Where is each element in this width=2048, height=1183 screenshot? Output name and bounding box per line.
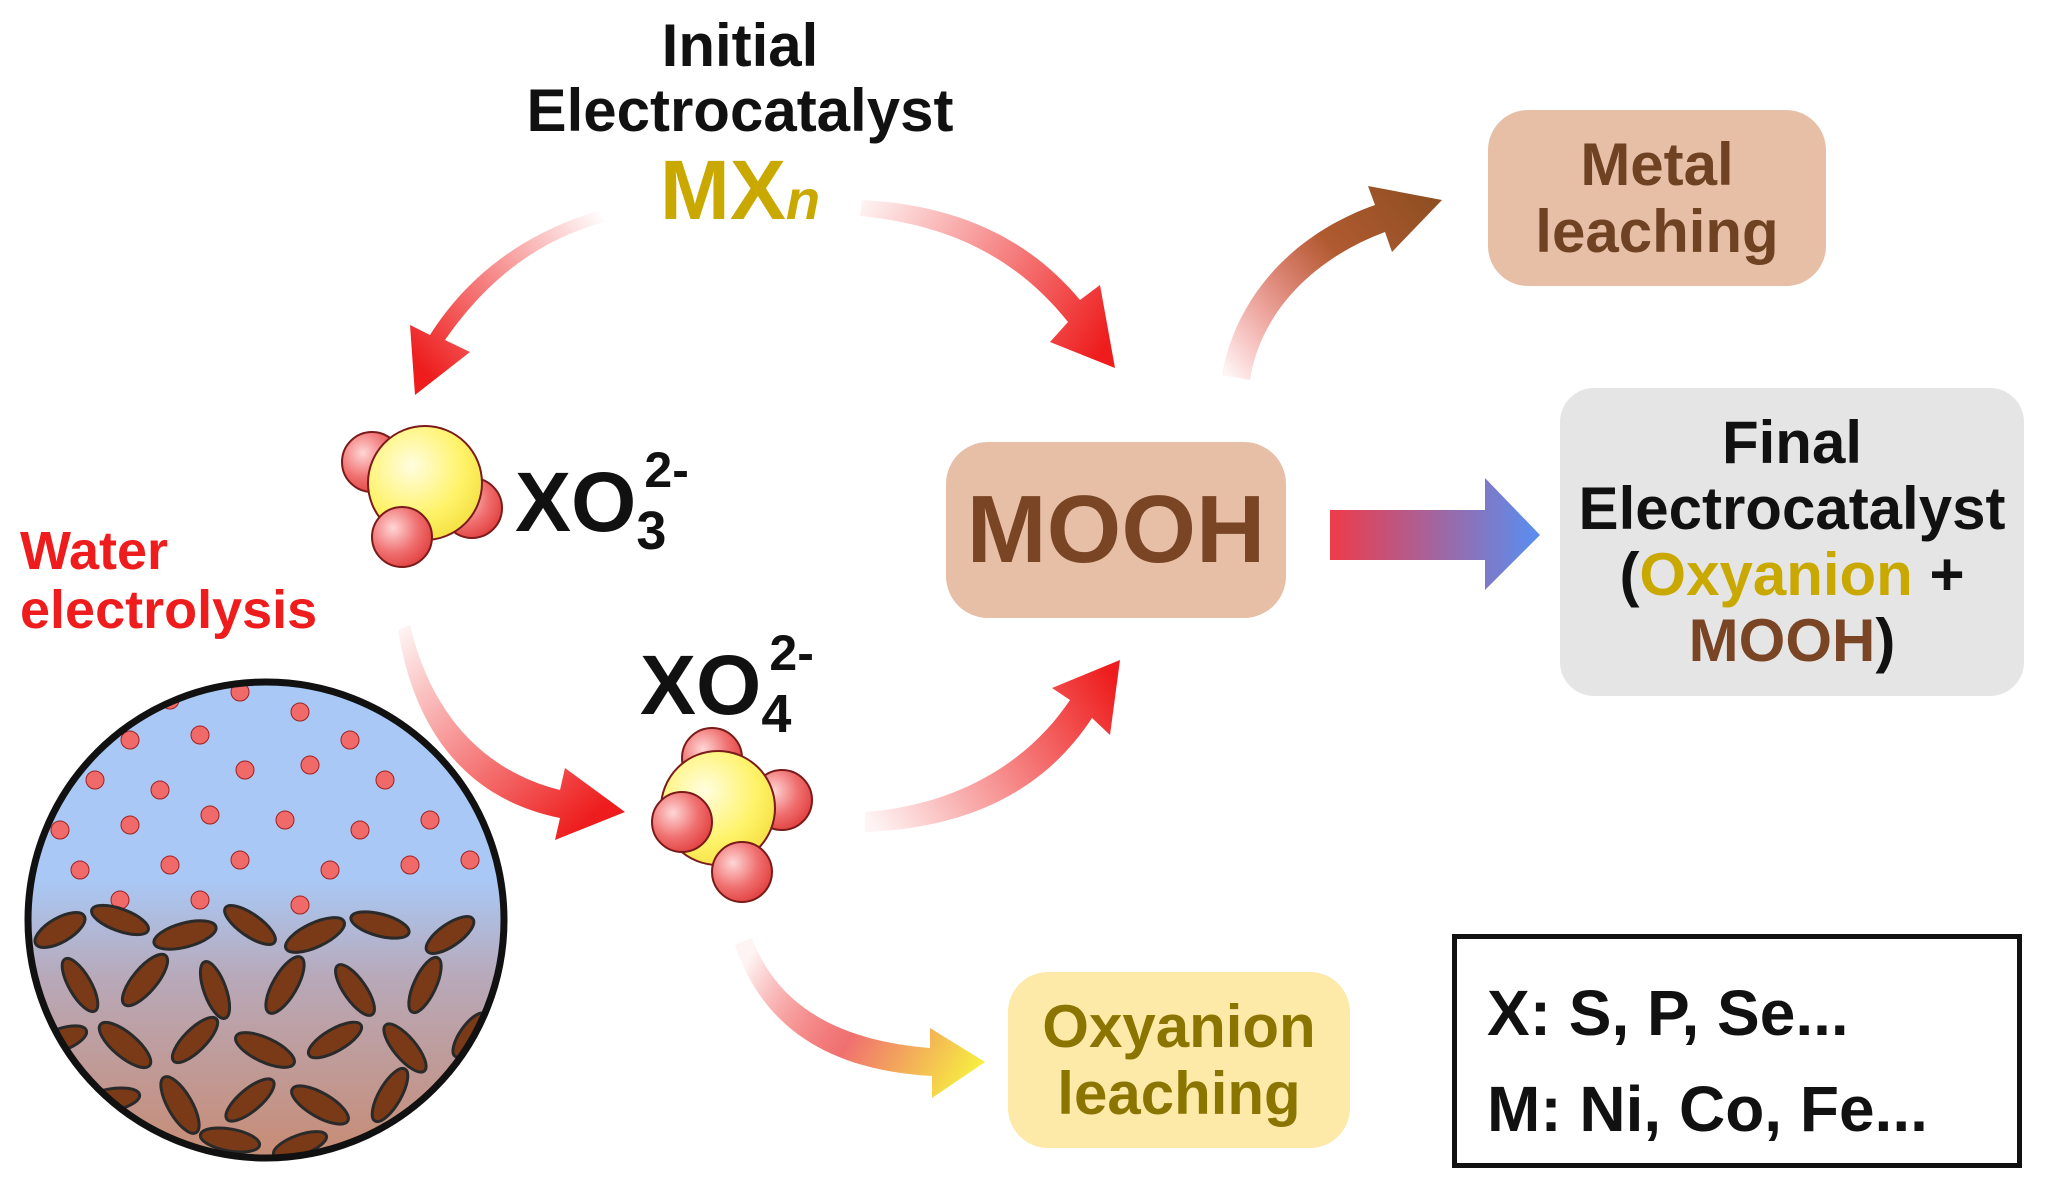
final-plus: +	[1912, 541, 1965, 608]
final-open-paren: (	[1619, 541, 1640, 608]
water-line2: electrolysis	[20, 580, 318, 641]
xo3-sub: 3	[636, 501, 667, 561]
legend-box: X: S, P, Se... M: Ni, Co, Fe...	[1452, 934, 2022, 1168]
initial-line2: Electrocatalyst	[526, 76, 954, 144]
final-oxyanion: Oxyanion	[1639, 541, 1913, 608]
oxyanion-leaching-box: Oxyanion leaching	[1008, 972, 1350, 1148]
final-mooh: MOOH	[1688, 607, 1876, 674]
legend-m-line: M: Ni, Co, Fe...	[1487, 1073, 1928, 1145]
final-line2: Electrocatalyst	[1578, 475, 2006, 542]
final-line1: Final	[1721, 409, 1862, 476]
arrow-mxn-to-xo3	[410, 208, 612, 395]
initial-electrocatalyst-label: Initial Electrocatalyst	[420, 12, 1060, 144]
final-electrocatalyst-box: Final Electrocatalyst (Oxyanion + MOOH)	[1560, 388, 2024, 696]
arrow-xo3-to-xo4	[398, 625, 625, 840]
metal-line1: Metal	[1580, 130, 1734, 198]
mooh-box: MOOH	[946, 442, 1286, 618]
arrow-mooh-to-final	[1330, 478, 1540, 590]
xo4-sub: 4	[761, 684, 792, 744]
mooh-label: MOOH	[966, 476, 1266, 583]
xo3-formula: XO32-	[515, 445, 689, 558]
mxn-sub: n	[785, 168, 821, 231]
water-line1: Water	[20, 521, 169, 581]
electrolysis-circle	[24, 678, 508, 1162]
xo4-formula: XO42-	[640, 628, 814, 741]
water-molecules	[50, 682, 480, 915]
xo4-charge: 2-	[769, 625, 814, 681]
legend-x-line: X: S, P, Se...	[1487, 977, 1849, 1049]
final-close-paren: )	[1875, 607, 1896, 674]
xo4-molecule	[651, 727, 813, 903]
water-electrolysis-label: Water electrolysis	[20, 521, 318, 641]
arrow-mooh-to-metal-leaching	[1222, 186, 1442, 380]
xo3-molecule	[341, 425, 503, 568]
mxn-main: MX	[659, 143, 786, 237]
metal-leaching-box: Metal leaching	[1488, 110, 1826, 286]
oxyanion-line1: Oxyanion	[1042, 992, 1316, 1060]
arrow-xo4-to-mooh	[865, 660, 1120, 832]
metal-line2: leaching	[1535, 198, 1779, 265]
oxyanion-line2: leaching	[1057, 1060, 1301, 1127]
arrow-mxn-to-mooh	[860, 200, 1115, 368]
arrow-xo4-to-oxyanion-leaching	[735, 938, 985, 1098]
mxn-formula: MXn	[620, 148, 860, 232]
xo3-main: XO	[515, 455, 637, 549]
xo4-main: XO	[640, 638, 762, 732]
xo3-charge: 2-	[644, 442, 689, 498]
initial-line1: Initial	[661, 12, 819, 79]
